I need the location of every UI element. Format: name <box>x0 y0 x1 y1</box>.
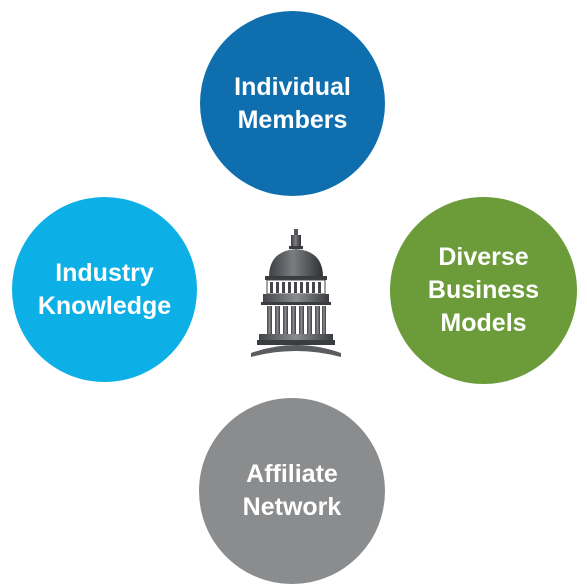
diverse-business-models-label: Diverse Business Models <box>427 243 540 337</box>
individual-members-circle: Individual Members <box>200 11 385 196</box>
capitol-building-icon <box>251 229 341 357</box>
affiliate-network-circle: Affiliate Network <box>199 398 385 584</box>
individual-members-label: Individual Members <box>234 72 351 134</box>
industry-knowledge-circle: Industry Knowledge <box>12 197 197 382</box>
affiliate-network-label: Affiliate Network <box>242 460 342 521</box>
industry-knowledge-label: Industry Knowledge <box>37 258 172 320</box>
diverse-business-models-circle: Diverse Business Models <box>390 197 577 384</box>
